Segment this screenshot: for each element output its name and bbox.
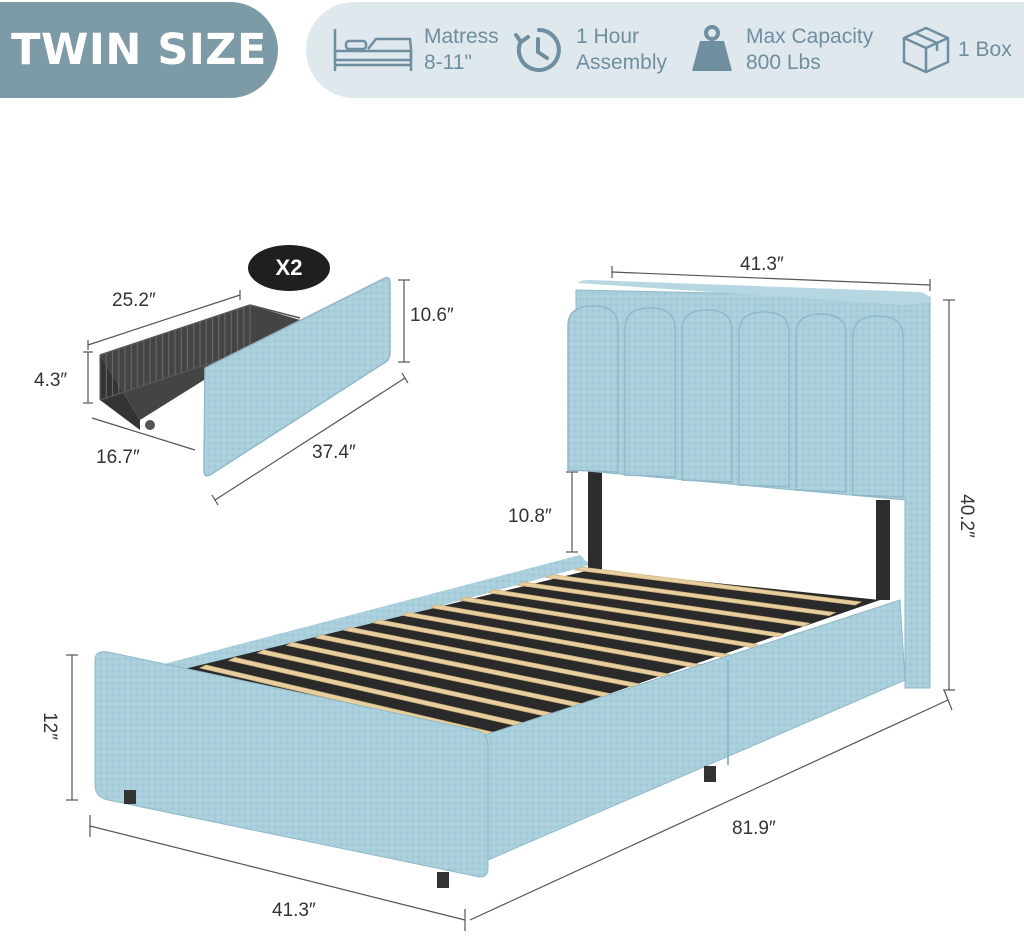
spec-capacity-line1: Max Capacity: [746, 25, 874, 48]
size-title: TWIN SIZE: [0, 2, 278, 98]
drawer-depth-label: 25.2″: [112, 290, 156, 311]
drawer-quantity-badge: X2: [248, 245, 330, 291]
bed-length-label: 81.9″: [732, 818, 776, 839]
headboard-width-label: 41.3″: [740, 254, 784, 275]
spec-mattress: Matress 8-11": [332, 2, 499, 98]
spec-capacity: Max Capacity 800 Lbs: [690, 2, 873, 98]
spec-assembly: 1 Hour Assembly: [514, 2, 667, 98]
drawer-illustration: [99, 276, 391, 477]
spec-bar: Matress 8-11" 1 Hour Assembly Max Capaci…: [306, 2, 1024, 98]
total-height-label: 40.2″: [955, 494, 977, 538]
bed-icon: [333, 29, 413, 71]
frame-height-label: 12″: [38, 712, 60, 740]
spec-box: 1 Box: [900, 2, 1012, 98]
bed-dimension-lines: [66, 266, 955, 931]
headboard-clearance-label: 10.8″: [508, 506, 552, 527]
drawer-length-label: 37.4″: [312, 442, 356, 463]
spec-assembly-line1: 1 Hour: [576, 25, 640, 48]
weight-icon: [692, 25, 732, 71]
bed-width-label: 41.3″: [272, 900, 316, 921]
spec-capacity-line2: 800 Lbs: [746, 51, 821, 74]
clock-icon: [514, 28, 561, 72]
drawer-front-height-label: 10.6″: [410, 305, 454, 326]
box-icon: [902, 26, 950, 74]
drawer-width-label: 16.7″: [96, 447, 140, 468]
spec-box-label: 1 Box: [958, 38, 1012, 61]
bed-frame: [94, 280, 931, 888]
spec-assembly-line2: Assembly: [576, 51, 668, 74]
spec-mattress-line2: 8-11": [424, 51, 472, 74]
drawer-dimension-lines: [83, 279, 410, 506]
spec-mattress-line1: Matress: [424, 25, 499, 48]
drawer-inner-height-label: 4.3″: [34, 370, 68, 391]
